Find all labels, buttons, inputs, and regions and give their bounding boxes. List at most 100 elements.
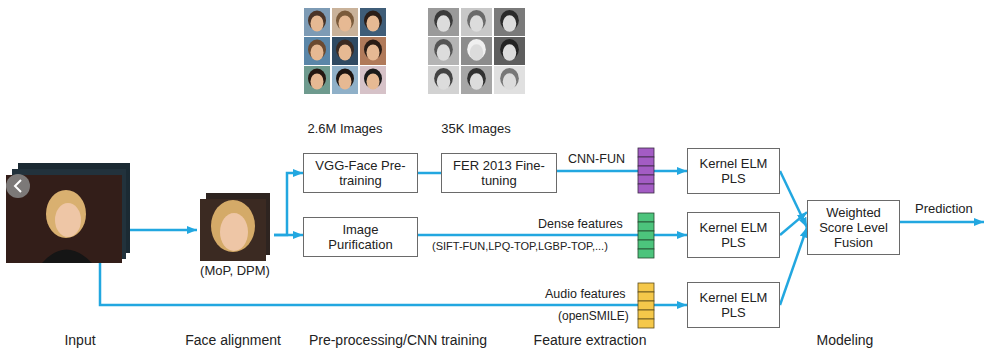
face-photo xyxy=(336,69,354,90)
vector-cell xyxy=(638,213,654,222)
face-photo xyxy=(308,69,326,90)
feature-list: (SIFT-FUN,LPQ-TOP,LGBP-TOP,...) xyxy=(432,240,608,253)
vector-cell xyxy=(638,166,654,175)
face-photo xyxy=(434,10,453,32)
face-crop xyxy=(200,199,266,261)
face-photo xyxy=(336,11,354,32)
face-grid-grey xyxy=(428,8,525,94)
output-label: Prediction xyxy=(915,201,973,217)
flow-arrow xyxy=(780,212,807,235)
face-grid-color xyxy=(304,8,386,94)
face-photo xyxy=(461,37,492,65)
node-text: (MoP, DPM) xyxy=(196,263,274,278)
video-frame xyxy=(6,175,122,263)
video-frame xyxy=(6,175,122,263)
stage-label: Face alignment xyxy=(185,332,281,349)
crop-hair xyxy=(211,200,255,252)
carousel-button xyxy=(6,174,30,198)
edge-label: CNN-FUN xyxy=(568,152,625,167)
face-photo xyxy=(461,8,492,36)
face-photo xyxy=(428,37,459,65)
face-photo xyxy=(434,68,453,90)
edge-label: Dense features xyxy=(538,217,623,232)
stage-label: Pre-processing/CNN training xyxy=(309,332,487,349)
face-photo xyxy=(500,39,519,61)
vector-cell xyxy=(638,231,654,240)
vector-cell xyxy=(638,292,654,301)
face-photo xyxy=(428,66,459,94)
chevron-icon xyxy=(15,180,21,192)
label-text: Feature extraction xyxy=(534,332,647,349)
audio-arrow xyxy=(100,263,687,305)
face-photo xyxy=(332,8,358,36)
node-text: VGG-Face Pre-training xyxy=(309,158,412,188)
process-box: FER 2013 Fine-tuning xyxy=(441,153,557,193)
aligned-face-crops xyxy=(200,193,270,261)
face-photo xyxy=(500,68,519,90)
label-text: Modeling xyxy=(817,332,874,349)
edge-label-text: CNN-FUN xyxy=(568,152,625,167)
vector-cell xyxy=(638,283,654,292)
face-photo xyxy=(336,40,354,61)
face-photo xyxy=(360,66,386,94)
label-text: Pre-processing/CNN training xyxy=(309,332,487,349)
face-photo xyxy=(360,37,386,65)
face-photo xyxy=(332,66,358,94)
edge-label-text: Dense features xyxy=(538,217,623,232)
prediction-arrow xyxy=(900,221,984,224)
fusion-box: Weighted Score Level Fusion xyxy=(807,200,900,255)
process-box: VGG-Face Pre-training xyxy=(303,153,418,193)
label-text: Input xyxy=(64,332,95,349)
face-photo xyxy=(494,66,525,94)
model-box: Kernel ELM PLS xyxy=(687,212,780,258)
vector-cell xyxy=(638,184,654,193)
stage-label: Feature extraction xyxy=(534,332,647,349)
flow-arrow xyxy=(780,228,807,306)
label-text: 35K Images xyxy=(441,121,510,137)
input-arrow xyxy=(130,229,197,232)
flow-arrow xyxy=(274,173,303,235)
node-text: Weighted Score Level Fusion xyxy=(813,205,894,250)
face-photo xyxy=(467,39,486,61)
flow-arrow xyxy=(274,234,303,237)
stage-label: Input xyxy=(64,332,95,349)
vector-cell xyxy=(638,222,654,231)
image-count: 2.6M Images xyxy=(307,121,382,137)
node-text: Kernel ELM PLS xyxy=(693,220,774,250)
face-photo xyxy=(494,37,525,65)
vector-cell xyxy=(638,319,654,328)
node-text: Kernel ELM PLS xyxy=(693,156,774,186)
face-photo xyxy=(467,10,486,32)
input-video-frames xyxy=(6,163,130,263)
label-text: 2.6M Images xyxy=(307,121,382,137)
audio-feature-vector xyxy=(638,283,654,328)
node-text: Image Purification xyxy=(309,222,412,252)
face-photo xyxy=(308,40,326,61)
face-photo xyxy=(461,66,492,94)
vector-cell xyxy=(638,310,654,319)
model-box: Kernel ELM PLS xyxy=(687,282,780,328)
button-circle xyxy=(6,174,30,198)
flow-arrow xyxy=(780,171,807,228)
face-photo xyxy=(332,37,358,65)
face-photo xyxy=(304,66,330,94)
vector-cell xyxy=(638,148,654,157)
vector-cell xyxy=(638,301,654,310)
aligned-face: (MoP, DPM) xyxy=(196,195,274,278)
face-photo xyxy=(364,11,382,32)
flow-arrow xyxy=(557,170,687,173)
label-text: (SIFT-FUN,LPQ-TOP,LGBP-TOP,...) xyxy=(432,240,608,253)
feature-note: (openSMILE) xyxy=(558,309,629,323)
face-photo xyxy=(360,8,386,36)
face-photo xyxy=(364,40,382,61)
model-box: Kernel ELM PLS xyxy=(687,148,780,194)
person-hair xyxy=(46,190,86,238)
person-face xyxy=(55,203,81,237)
vector-cell xyxy=(638,249,654,258)
face-photo xyxy=(308,11,326,32)
face-photo xyxy=(304,37,330,65)
label-text: Face alignment xyxy=(185,332,281,349)
dense-feature-vector xyxy=(638,213,654,258)
node-text: FER 2013 Fine-tuning xyxy=(447,158,551,188)
label-text: Audio features xyxy=(545,287,626,302)
